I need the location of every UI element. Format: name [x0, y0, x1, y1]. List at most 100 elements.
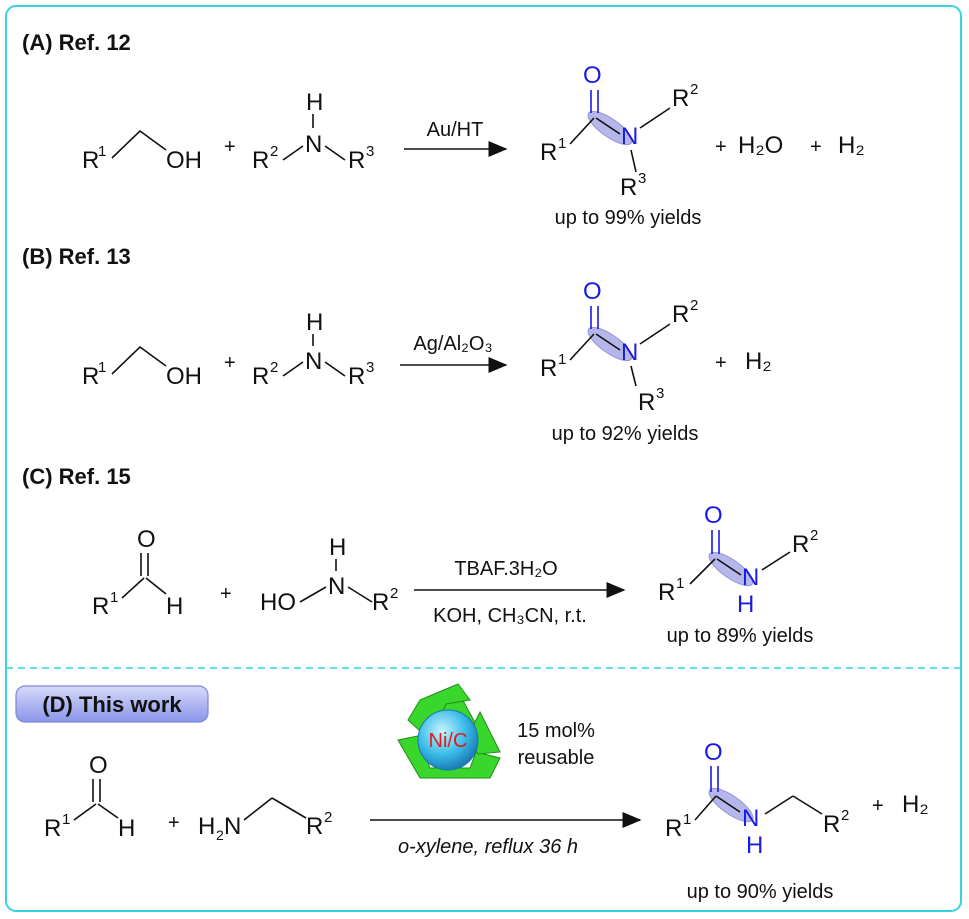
- svg-text:O: O: [89, 752, 108, 779]
- svg-text:H: H: [306, 89, 323, 116]
- svg-text:R: R: [44, 815, 61, 842]
- svg-text:+: +: [224, 352, 236, 374]
- svg-text:R: R: [823, 811, 840, 838]
- svg-text:+: +: [220, 583, 232, 605]
- svg-text:O: O: [704, 502, 723, 529]
- svg-text:H: H: [166, 593, 183, 620]
- svg-text:R: R: [348, 147, 365, 174]
- svg-text:O: O: [583, 62, 602, 89]
- svg-text:H: H: [746, 832, 763, 859]
- svg-text:3: 3: [638, 170, 646, 187]
- svg-text:1: 1: [98, 359, 106, 376]
- svg-text:N: N: [621, 123, 638, 150]
- reusable-label-d: reusable: [518, 747, 595, 769]
- section-d-title: (D) This work: [42, 692, 182, 717]
- svg-text:+: +: [715, 352, 727, 374]
- catalyst-a: Au/HT: [427, 119, 484, 141]
- catalyst-loading-d: 15 mol%: [517, 720, 595, 742]
- svg-text:OH: OH: [166, 363, 202, 390]
- svg-text:R: R: [252, 147, 269, 174]
- svg-text:R: R: [658, 579, 675, 606]
- svg-text:H: H: [198, 813, 215, 840]
- svg-text:2: 2: [270, 143, 278, 160]
- svg-text:3: 3: [366, 359, 374, 376]
- yield-d: up to 90% yields: [687, 881, 834, 903]
- section-c-title: (C) Ref. 15: [22, 464, 131, 489]
- svg-text:R: R: [672, 301, 689, 328]
- svg-text:N: N: [742, 564, 759, 591]
- reagent-c-bottom: KOH, CH₃CN, r.t.: [433, 605, 587, 627]
- svg-text:2: 2: [841, 807, 849, 824]
- svg-text:R: R: [372, 589, 389, 616]
- svg-text:O: O: [137, 526, 156, 553]
- svg-text:1: 1: [98, 143, 106, 160]
- svg-text:2: 2: [324, 809, 332, 826]
- svg-text:3: 3: [366, 143, 374, 160]
- svg-text:R: R: [665, 815, 682, 842]
- this-work-badge: (D) This work: [15, 685, 209, 723]
- svg-text:R: R: [540, 139, 557, 166]
- section-a-alcohol: R1 OH: [82, 129, 202, 174]
- svg-text:1: 1: [558, 351, 566, 368]
- svg-text:2: 2: [690, 81, 698, 98]
- svg-text:N: N: [305, 131, 322, 158]
- svg-text:+: +: [810, 136, 822, 158]
- svg-text:H: H: [118, 815, 135, 842]
- svg-text:N: N: [742, 805, 759, 832]
- reagent-c-top: TBAF.3H₂O: [454, 558, 557, 580]
- yield-b: up to 92% yields: [552, 423, 699, 445]
- svg-text:1: 1: [676, 575, 684, 592]
- svg-text:OH: OH: [166, 147, 202, 174]
- svg-text:N: N: [224, 813, 241, 840]
- svg-text:N: N: [621, 339, 638, 366]
- svg-text:R: R: [620, 174, 637, 201]
- svg-text:1: 1: [683, 811, 691, 828]
- conditions-d: o-xylene, reflux 36 h: [398, 836, 578, 858]
- recycle-icon: [397, 683, 501, 779]
- svg-text:R: R: [82, 147, 99, 174]
- svg-text:R: R: [672, 85, 689, 112]
- yield-c: up to 89% yields: [667, 625, 814, 647]
- svg-text:2: 2: [216, 827, 224, 843]
- svg-text:2: 2: [270, 359, 278, 376]
- svg-text:H: H: [329, 534, 346, 561]
- svg-text:2: 2: [390, 585, 398, 602]
- catalyst-b: Ag/Al₂O₃: [413, 333, 492, 355]
- svg-text:R: R: [252, 363, 269, 390]
- svg-text:1: 1: [110, 589, 118, 606]
- svg-text:2: 2: [690, 297, 698, 314]
- svg-text:N: N: [305, 348, 322, 375]
- svg-text:3: 3: [656, 385, 664, 402]
- byproduct-hydrogen-d: H₂: [902, 791, 929, 818]
- svg-text:HO: HO: [260, 589, 296, 616]
- svg-text:+: +: [715, 136, 727, 158]
- byproduct-hydrogen-b: H₂: [745, 348, 772, 375]
- svg-text:O: O: [704, 739, 723, 766]
- svg-text:+: +: [168, 812, 180, 834]
- svg-text:R: R: [82, 363, 99, 390]
- svg-text:H: H: [737, 591, 754, 618]
- svg-text:1: 1: [62, 811, 70, 828]
- svg-text:1: 1: [558, 135, 566, 152]
- svg-text:R: R: [348, 363, 365, 390]
- plus-sign: +: [224, 136, 236, 158]
- byproduct-hydrogen-a: H₂: [838, 132, 865, 159]
- svg-text:2: 2: [810, 527, 818, 544]
- svg-text:R: R: [540, 355, 557, 382]
- svg-text:R: R: [638, 389, 655, 416]
- svg-text:R: R: [792, 531, 809, 558]
- svg-text:N: N: [328, 573, 345, 600]
- outer-frame: [5, 5, 962, 912]
- section-b-alcohol: R1 OH: [82, 345, 202, 390]
